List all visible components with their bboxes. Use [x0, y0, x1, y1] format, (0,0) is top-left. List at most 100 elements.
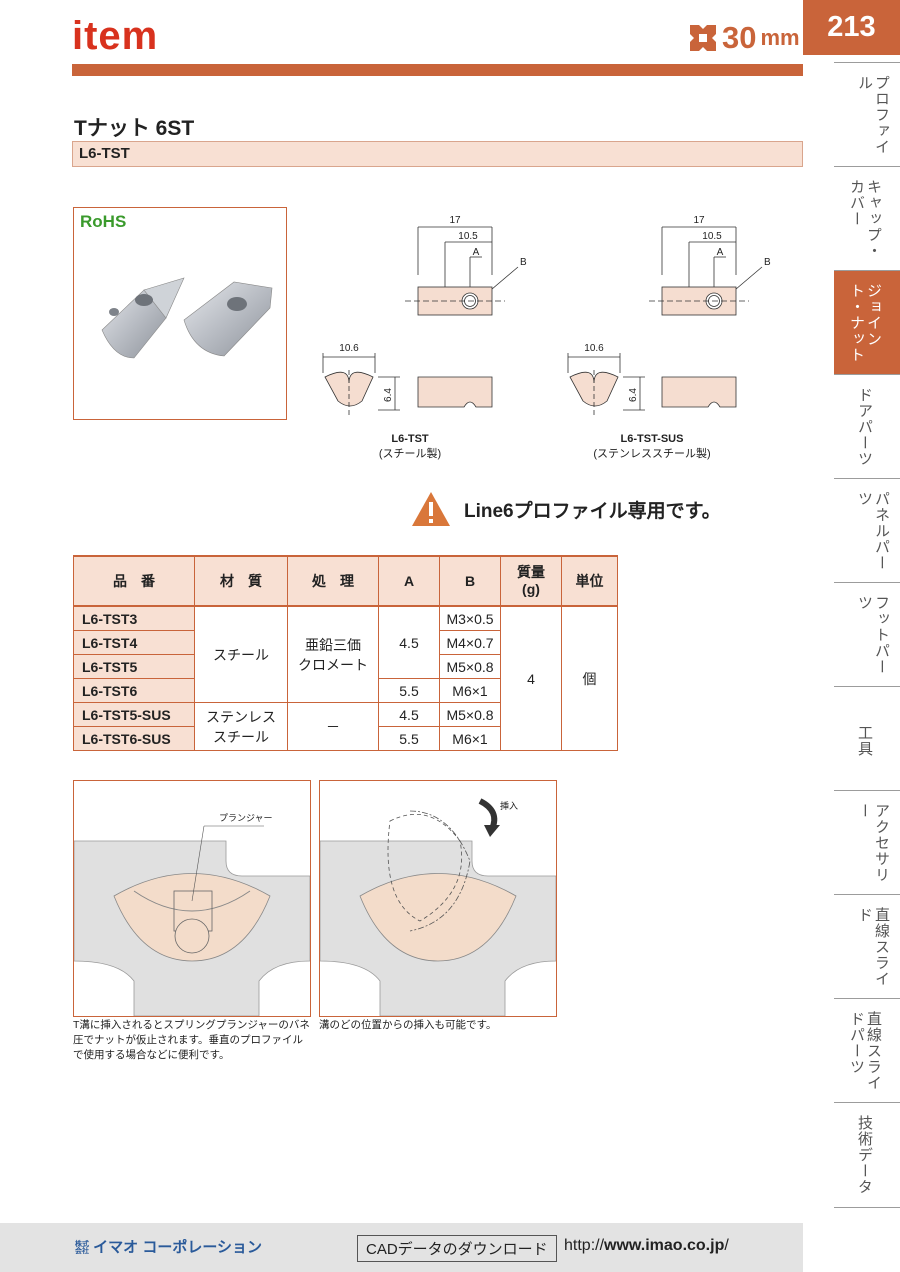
insertion-diagram: 挿入 [319, 798, 557, 1017]
cell-treatment: － [287, 702, 379, 751]
cell-code: L6-TST4 [73, 630, 195, 655]
plunger-illustration: プランジャー [73, 780, 311, 1017]
brand-logo: item [72, 14, 159, 58]
tab-label: 直線スライド [856, 907, 890, 987]
series-unit: mm [760, 25, 800, 50]
dim-total: 17 [449, 215, 461, 226]
footer-bar [0, 1223, 803, 1272]
cell-code: L6-TST6-SUS [73, 726, 195, 751]
tab-label: パネルパーツ [856, 491, 890, 571]
col-unit: 単位 [561, 555, 618, 607]
tab-linear-slide[interactable]: 直線スライド [834, 894, 900, 999]
dimension-drawings: 17 10.5 A B 10.6 6.4 17 10.5 A B 10.6 6.… [322, 215, 771, 417]
cell-a: 5.5 [378, 678, 440, 703]
plunger-label: プランジャー [219, 813, 273, 823]
cell-b: M3×0.5 [439, 605, 501, 631]
tab-accessories[interactable]: アクセサリー [834, 790, 900, 895]
drawing-left-name: L6-TST [391, 433, 429, 445]
table-row: L6-TST6-SUS 5.5 M6×1 [73, 726, 618, 751]
warning-text: Line6プロファイル専用です。 [464, 500, 721, 522]
tab-cap-cover[interactable]: キャップ・カバー [834, 166, 900, 271]
cell-b: M5×0.8 [439, 654, 501, 679]
cell-code: L6-TST5 [73, 654, 195, 679]
series-size: 30 [722, 20, 757, 55]
url-suffix: / [724, 1237, 729, 1254]
tab-foot-parts[interactable]: フットパーツ [834, 582, 900, 687]
table-row: L6-TST6 5.5 M6×1 [73, 678, 618, 703]
col-material: 材 質 [194, 555, 288, 607]
product-code: L6-TST [79, 145, 130, 162]
drawing-left [322, 226, 519, 417]
tab-door-parts[interactable]: ドアパーツ [834, 374, 900, 479]
url-domain: www.imao.co.jp [604, 1237, 725, 1254]
tab-label: ドアパーツ [856, 387, 873, 467]
drawing-right-material: (ステンレススチール製) [593, 448, 711, 460]
profile-icon [690, 25, 716, 51]
drawing-right [567, 226, 763, 417]
insert-label: 挿入 [500, 800, 518, 811]
tab-linear-slide-parts[interactable]: 直線スライドパーツ [834, 998, 900, 1103]
header-rule [72, 64, 803, 76]
website-link[interactable]: http://www.imao.co.jp/ [564, 1237, 729, 1255]
dim-height: 6.4 [383, 388, 394, 402]
product-photo [73, 207, 287, 420]
cell-code: L6-TST5-SUS [73, 702, 195, 727]
cell-a: 4.5 [378, 702, 440, 727]
dim-center-sus: 10.5 [702, 231, 722, 242]
dim-b-sus: B [764, 257, 771, 268]
dim-width: 10.6 [339, 343, 359, 354]
note-insertion: 溝のどの位置からの挿入も可能です。 [319, 1019, 497, 1031]
table-row: L6-TST3 スチール 亜鉛三価 クロメート 4.5 M3×0.5 4 個 [73, 605, 618, 751]
tab-label: プロファイル [856, 75, 890, 155]
product-code-bar: L6-TST [72, 141, 803, 167]
col-mass: 質量 (g) [500, 555, 562, 607]
rohs-mark: RoHS [80, 212, 127, 231]
insertion-illustration: 挿入 [319, 780, 557, 1017]
tab-label: 技術データ [856, 1115, 873, 1195]
tab-panel-parts[interactable]: パネルパーツ [834, 478, 900, 583]
cell-unit: 個 [561, 605, 618, 751]
drawing-right-caption: L6-TST-SUS (ステンレススチール製) [572, 432, 732, 462]
tab-profile[interactable]: プロファイル [834, 62, 900, 167]
url-prefix: http:// [564, 1237, 605, 1254]
drawing-left-material: (スチール製) [378, 448, 442, 460]
tab-label: 工具 [856, 725, 873, 757]
tab-joint-nut[interactable]: ジョイント・ナット [834, 270, 900, 375]
cell-a: 4.5 [378, 605, 440, 679]
table-header-row: 品 番 材 質 処 理 A B 質量 (g) 単位 [73, 555, 618, 607]
warning-icon [412, 492, 450, 526]
cell-code: L6-TST6 [73, 678, 195, 703]
cell-material: スチール [194, 605, 288, 703]
company-logo: 株式 会社 イマオ コーポレーション [75, 1236, 262, 1257]
drawing-left-caption: L6-TST (スチール製) [330, 432, 490, 462]
cell-mass: 4 [500, 605, 562, 751]
spec-table: 品 番 材 質 処 理 A B 質量 (g) 単位 L6-TST3 スチール 亜… [73, 555, 618, 751]
note-plunger: T溝に挿入されるとスプリングプランジャーのバネ圧でナットが仮止されます。垂直のプ… [73, 1019, 310, 1061]
tab-label: 直線スライドパーツ [848, 1011, 882, 1091]
tab-label: キャップ・カバー [848, 179, 882, 259]
cell-b: M4×0.7 [439, 630, 501, 655]
col-a: A [378, 555, 440, 607]
cell-b: M5×0.8 [439, 702, 501, 727]
cell-a: 5.5 [378, 726, 440, 751]
cell-code: L6-TST3 [73, 605, 195, 631]
company-name: イマオ コーポレーション [93, 1239, 263, 1256]
table-row: L6-TST5 M5×0.8 [73, 654, 618, 679]
tab-label: アクセサリー [856, 803, 890, 883]
product-title: Tナット 6ST [74, 117, 195, 140]
cell-material: ステンレス スチール [194, 702, 288, 751]
company-prefix: 株式 会社 [75, 1241, 89, 1256]
cad-download-button[interactable]: CADデータのダウンロード [357, 1235, 557, 1262]
dim-width-sus: 10.6 [584, 343, 604, 354]
cell-treatment: 亜鉛三価 クロメート [287, 605, 379, 703]
tab-technical-data[interactable]: 技術データ [834, 1102, 900, 1208]
drawing-right-name: L6-TST-SUS [620, 433, 684, 445]
cell-b: M6×1 [439, 678, 501, 703]
dim-center: 10.5 [458, 231, 478, 242]
tab-tools[interactable]: 工具 [834, 686, 900, 791]
warning-note: Line6プロファイル専用です。 [410, 490, 721, 528]
dim-b: B [520, 257, 527, 268]
tab-label: ジョイント・ナット [848, 283, 882, 363]
dim-total-sus: 17 [693, 215, 705, 226]
